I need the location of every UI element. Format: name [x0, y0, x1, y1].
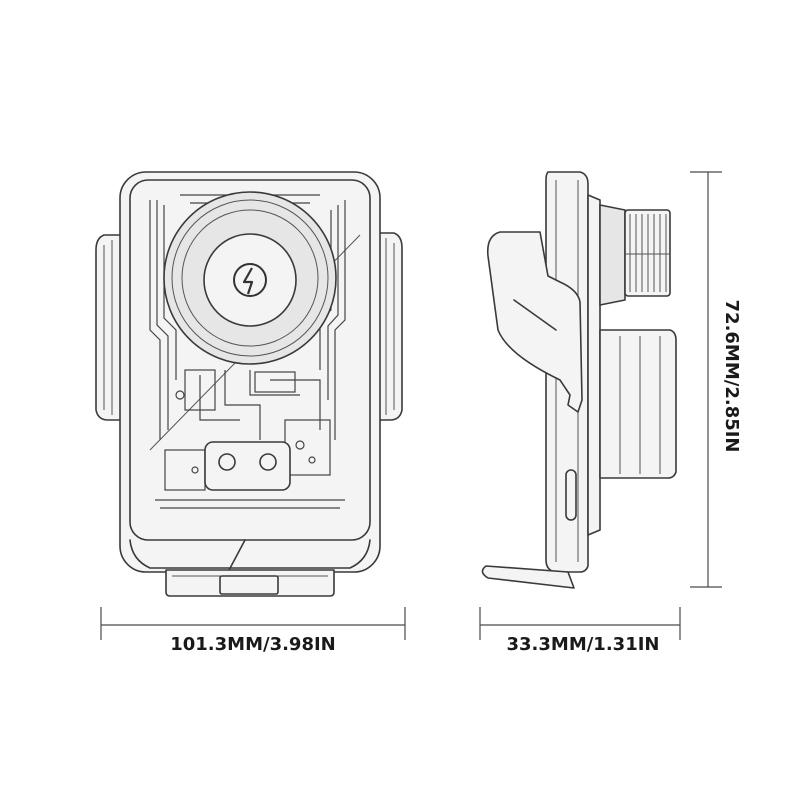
connector-block [204, 441, 291, 491]
height-label: 72.6MM/2.85IN [721, 300, 742, 453]
side-bottom-hook [481, 565, 575, 589]
side-grip-arm [486, 231, 583, 413]
width-dimension [100, 607, 406, 640]
side-back-housing [587, 194, 601, 536]
front-body-inner [129, 179, 371, 541]
front-view [95, 171, 403, 597]
threaded-mount [599, 204, 626, 306]
charging-coil-center [203, 233, 297, 327]
side-view [481, 171, 677, 589]
height-dimension [690, 171, 722, 588]
width-label: 101.3MM/3.98IN [170, 634, 336, 655]
depth-dimension [479, 607, 681, 640]
left-grip-arm [95, 234, 123, 421]
lightning-bolt-icon [233, 263, 267, 297]
right-grip-arm [377, 232, 403, 421]
bottom-clamp [165, 569, 335, 597]
depth-label: 33.3MM/1.31IN [507, 634, 660, 655]
